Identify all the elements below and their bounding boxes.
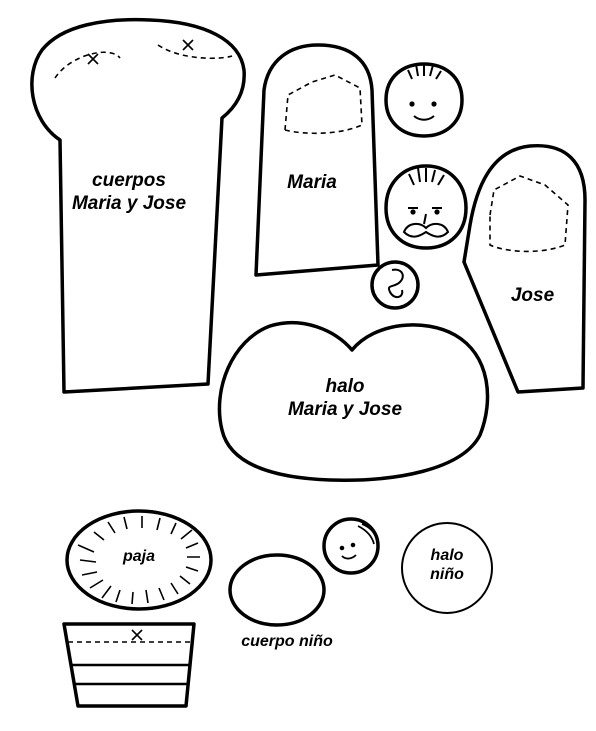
baby-halo-label-line1: halo	[430, 547, 464, 564]
cross-mark-left	[87, 53, 99, 65]
jose-mustache-icon	[402, 222, 450, 238]
bodies-shape	[30, 17, 246, 394]
maria-label: Maria	[287, 172, 337, 193]
jose-eye-icon	[434, 209, 440, 215]
straw-shape	[65, 509, 213, 611]
maria-eye-icon	[409, 101, 415, 107]
maria-hair-icon	[407, 63, 442, 80]
baby-halo-shape	[401, 522, 493, 614]
bodies-label: cuerpos Maria y Jose	[54, 170, 204, 216]
maria-eye-icon	[431, 101, 437, 107]
maria-dashed-guide	[284, 74, 363, 135]
jose-eye-icon	[410, 209, 416, 215]
halo-label-line1: halo	[325, 376, 365, 397]
maria-smile-icon	[413, 115, 435, 121]
maria-head-shape	[384, 62, 464, 138]
cross-mark-manger	[131, 629, 143, 641]
bodies-label-line2: Maria y Jose	[71, 192, 187, 214]
jose-label: Jose	[510, 285, 555, 306]
straw-label: paja	[122, 548, 155, 565]
baby-halo-label: halo niño	[412, 546, 482, 584]
bodies-label-line1: cuerpos	[92, 170, 166, 191]
spiral-icon	[388, 268, 404, 298]
baby-body-shape	[228, 553, 326, 627]
bodies-dashed-guide-right	[157, 44, 233, 60]
maria-shape	[254, 43, 380, 277]
baby-smile-icon	[341, 554, 357, 560]
jose-dashed-guide	[489, 175, 569, 253]
baby-body-label: cuerpo niño	[241, 633, 333, 650]
cross-mark-right	[182, 39, 194, 51]
baby-eye-icon	[339, 545, 345, 551]
baby-eye-icon	[350, 542, 356, 548]
jose-hair-icon	[408, 167, 445, 186]
halo-maria-jose-shape	[217, 320, 490, 482]
baby-hair-icon	[357, 523, 378, 545]
halo-label-line2: Maria y Jose	[287, 398, 403, 420]
jose-nose-icon	[423, 213, 427, 225]
jose-shape	[462, 143, 587, 394]
straw-strokes	[77, 516, 200, 605]
halo-maria-jose-label: halo Maria y Jose	[265, 376, 425, 422]
baby-halo-label-line2: niño	[430, 566, 464, 584]
